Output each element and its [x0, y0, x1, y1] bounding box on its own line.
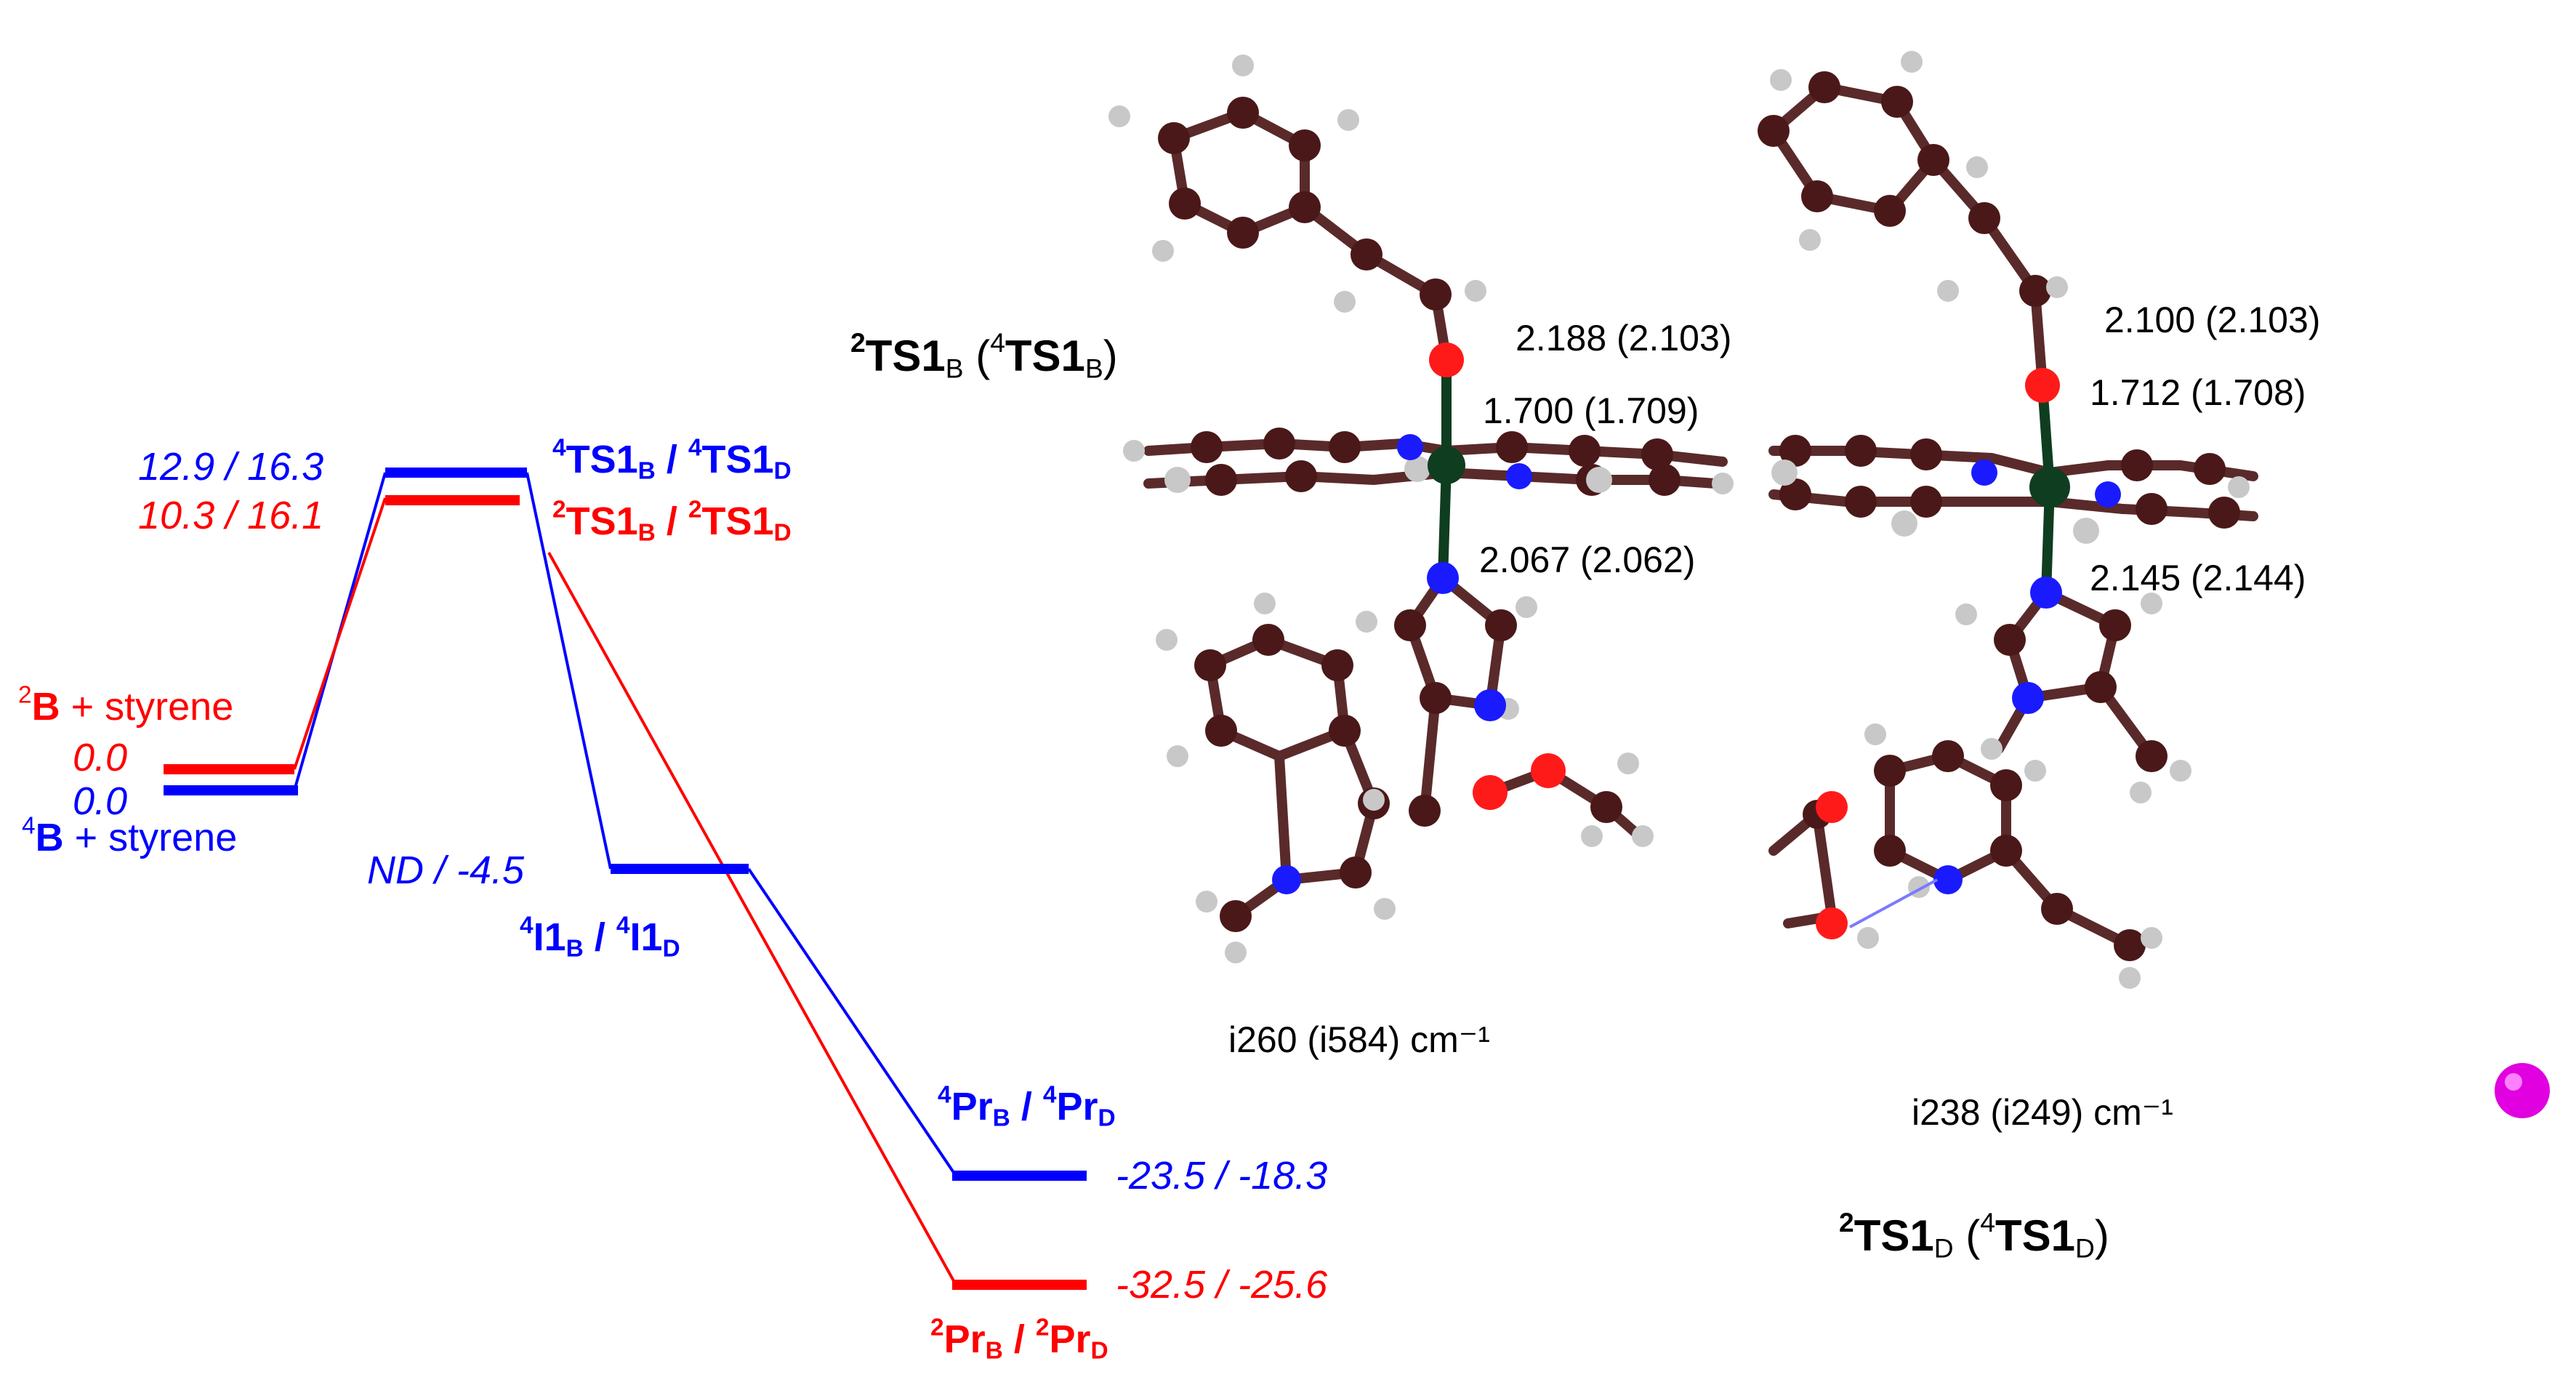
connector-blue-3	[747, 867, 957, 1177]
label-ts-blue: 4TS1B / 4TS1D	[552, 434, 792, 485]
distance-fen-ts1b: 2.067 (2.062)	[1479, 539, 1696, 580]
value-int-blue: ND / -4.5	[367, 849, 525, 892]
value-react-blue: 0.0	[73, 779, 128, 823]
hydrogen-bond	[1849, 878, 1938, 928]
distance-co-ts1b: 2.188 (2.103)	[1516, 318, 1732, 358]
frequency-ts1b: i260 (i584) cm⁻¹	[1228, 1019, 1490, 1060]
title-ts1d: 2TS1D (4TS1D)	[1839, 1206, 2109, 1264]
value-ts-blue: 12.9 / 16.3	[138, 445, 324, 489]
value-ts-red: 10.3 / 16.1	[138, 494, 324, 537]
distance-fen-ts1d: 2.145 (2.144)	[2090, 558, 2306, 598]
connector-red-1	[293, 497, 387, 770]
label-int-blue: 4I1B / 4I1D	[520, 912, 680, 963]
distance-co-ts1d: 2.100 (2.103)	[2104, 300, 2321, 340]
iron-atom-ts1d	[2029, 467, 2070, 508]
label-ts-red: 2TS1B / 2TS1D	[552, 496, 792, 547]
distance-feo-ts1d: 1.712 (1.708)	[2090, 372, 2306, 413]
frequency-ts1d: i238 (i249) cm⁻¹	[1912, 1092, 2173, 1133]
label-prod-red: 2PrB / 2PrD	[930, 1314, 1108, 1365]
value-prod-red: -32.5 / -25.6	[1116, 1263, 1328, 1307]
label-react-red: 2B + styrene	[18, 681, 234, 729]
connector-blue-2	[526, 472, 612, 870]
label-prod-blue: 4PrB / 4PrD	[938, 1081, 1116, 1132]
iron-atom-ts1b	[1428, 446, 1465, 484]
value-prod-blue: -23.5 / -18.3	[1116, 1154, 1328, 1198]
label-react-blue: 4B + styrene	[22, 812, 238, 859]
connector-red-2	[547, 552, 957, 1285]
value-react-red: 0.0	[73, 736, 128, 779]
distance-feo-ts1b: 1.700 (1.709)	[1483, 390, 1699, 431]
title-ts1b: 2TS1B (4TS1B)	[850, 326, 1118, 384]
